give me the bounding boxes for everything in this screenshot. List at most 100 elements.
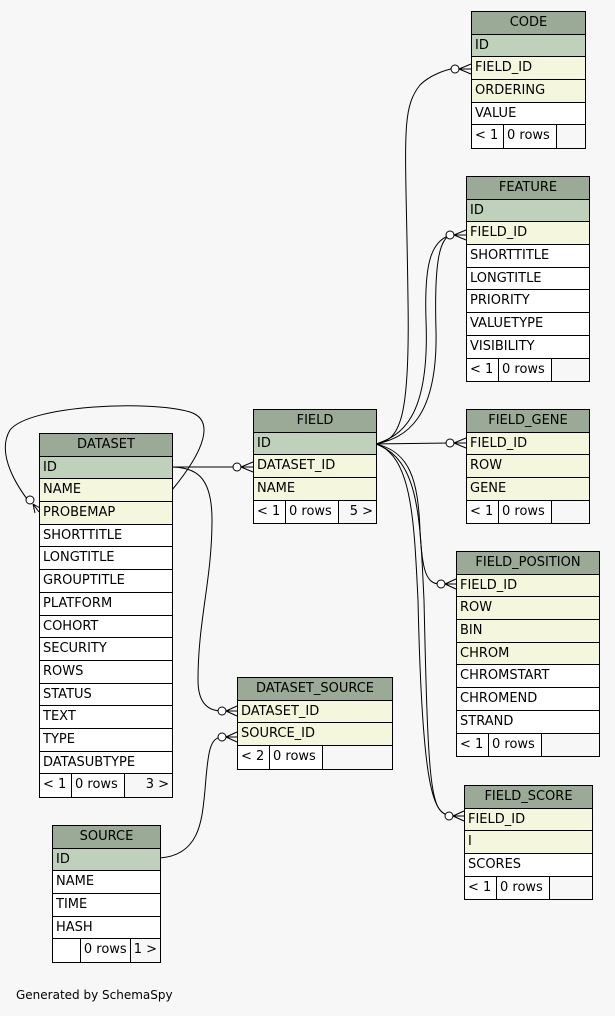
- table-header[interactable]: CODE: [472, 12, 585, 35]
- column-name[interactable]: NAME: [40, 479, 172, 503]
- column-row[interactable]: ROW: [457, 597, 599, 621]
- column-platform[interactable]: PLATFORM: [40, 592, 172, 616]
- column-time[interactable]: TIME: [53, 894, 160, 917]
- column-probemap[interactable]: PROBEMAP: [40, 502, 172, 525]
- column-strand[interactable]: STRAND: [457, 710, 599, 734]
- column-rows[interactable]: ROWS: [40, 660, 172, 684]
- column-id[interactable]: ID: [472, 34, 585, 58]
- column-value[interactable]: VALUE: [472, 102, 585, 126]
- column-bin[interactable]: BIN: [457, 620, 599, 643]
- children-count[interactable]: 5 >: [339, 500, 376, 524]
- children-count[interactable]: 3 >: [125, 774, 172, 797]
- column-chromstart[interactable]: CHROMSTART: [457, 665, 599, 689]
- column-id[interactable]: ID: [40, 456, 172, 480]
- column-shorttitle[interactable]: SHORTTITLE: [40, 524, 172, 548]
- column-hash[interactable]: HASH: [53, 916, 160, 940]
- table-header[interactable]: FIELD_GENE: [467, 410, 589, 433]
- column-dataset-id[interactable]: DATASET_ID: [254, 455, 376, 479]
- table-header[interactable]: DATASET: [40, 434, 172, 457]
- column-source-id[interactable]: SOURCE_ID: [238, 723, 392, 747]
- column-visibility[interactable]: VISIBILITY: [467, 335, 589, 359]
- children-count[interactable]: [552, 358, 589, 382]
- parents-count[interactable]: < 1: [465, 876, 497, 900]
- row-count: 0 rows: [286, 500, 339, 524]
- table-header[interactable]: FIELD_SCORE: [465, 786, 592, 809]
- column-id[interactable]: ID: [254, 432, 376, 456]
- parents-count[interactable]: < 1: [467, 358, 499, 382]
- parents-count[interactable]: [53, 939, 81, 963]
- column-chromend[interactable]: CHROMEND: [457, 688, 599, 711]
- parents-count[interactable]: < 1: [467, 500, 499, 524]
- column-field-id[interactable]: FIELD_ID: [467, 222, 589, 246]
- column-security[interactable]: SECURITY: [40, 638, 172, 661]
- children-count[interactable]: [552, 500, 589, 524]
- parents-count[interactable]: < 1: [40, 774, 72, 797]
- column-field-id[interactable]: FIELD_ID: [457, 574, 599, 598]
- column-field-id[interactable]: FIELD_ID: [467, 432, 589, 456]
- children-count[interactable]: [557, 125, 585, 149]
- column-longtitle[interactable]: LONGTITLE: [467, 267, 589, 291]
- column-cohort[interactable]: COHORT: [40, 615, 172, 639]
- row-count: 0 rows: [497, 876, 550, 900]
- parents-count[interactable]: < 1: [472, 125, 504, 149]
- column-chrom[interactable]: CHROM: [457, 642, 599, 666]
- column-text[interactable]: TEXT: [40, 706, 172, 729]
- column-field-id[interactable]: FIELD_ID: [465, 808, 592, 832]
- children-count[interactable]: [550, 876, 592, 900]
- children-count[interactable]: 1 >: [130, 939, 160, 963]
- parents-count[interactable]: < 2: [238, 746, 270, 769]
- edge-dataset-datasetsource: [171, 466, 223, 712]
- column-id[interactable]: ID: [467, 199, 589, 223]
- row-count: 0 rows: [72, 774, 125, 797]
- table-header[interactable]: FEATURE: [467, 177, 589, 200]
- edge-source-datasetsource: [159, 736, 223, 859]
- column-id[interactable]: ID: [53, 848, 160, 872]
- column-datasubtype[interactable]: DATASUBTYPE: [40, 751, 172, 775]
- children-count[interactable]: [542, 733, 599, 757]
- row-count: 0 rows: [81, 939, 131, 963]
- column-longtitle[interactable]: LONGTITLE: [40, 547, 172, 571]
- column-name[interactable]: NAME: [53, 871, 160, 895]
- edge-field-gene: [375, 442, 451, 445]
- row-count: 0 rows: [489, 733, 542, 757]
- column-dataset-id[interactable]: DATASET_ID: [238, 700, 392, 724]
- table-header[interactable]: DATASET_SOURCE: [238, 678, 392, 701]
- column-scores[interactable]: SCORES: [465, 854, 592, 877]
- column-priority[interactable]: PRIORITY: [467, 290, 589, 314]
- column-status[interactable]: STATUS: [40, 683, 172, 707]
- column-valuetype[interactable]: VALUETYPE: [467, 313, 589, 336]
- column-row[interactable]: ROW: [467, 455, 589, 479]
- parents-count[interactable]: < 1: [457, 733, 489, 757]
- column-grouptitle[interactable]: GROUPTITLE: [40, 570, 172, 593]
- children-count[interactable]: [323, 746, 392, 769]
- edge-field-code: [375, 67, 456, 445]
- table-header[interactable]: FIELD: [254, 410, 376, 433]
- column-field-id[interactable]: FIELD_ID: [472, 57, 585, 81]
- row-count: 0 rows: [270, 746, 323, 769]
- column-name[interactable]: NAME: [254, 478, 376, 501]
- column-shorttitle[interactable]: SHORTTITLE: [467, 245, 589, 268]
- table-header[interactable]: FIELD_POSITION: [457, 552, 599, 575]
- column-ordering[interactable]: ORDERING: [472, 80, 585, 103]
- column-gene[interactable]: GENE: [467, 478, 589, 501]
- edge-field-position: [375, 443, 441, 585]
- column-i[interactable]: I: [465, 831, 592, 855]
- column-type[interactable]: TYPE: [40, 728, 172, 752]
- table-header[interactable]: SOURCE: [53, 826, 160, 849]
- parents-count[interactable]: < 1: [254, 500, 286, 524]
